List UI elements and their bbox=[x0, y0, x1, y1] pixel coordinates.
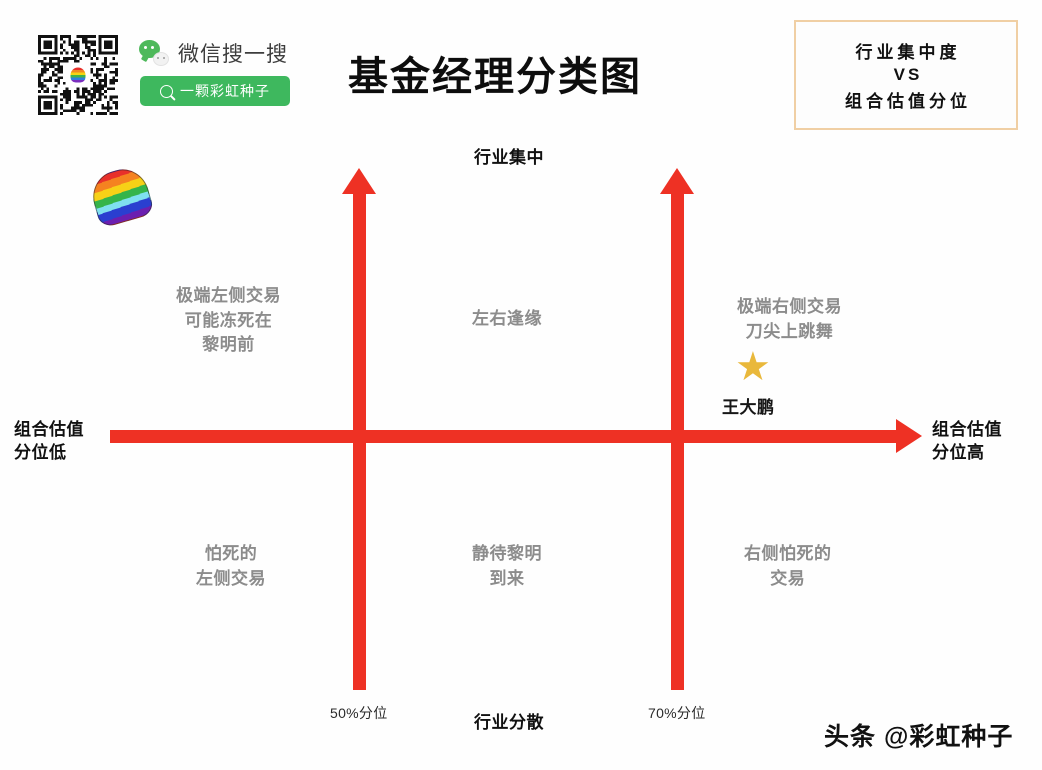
quadrant-bottom-left-line-2: 左侧交易 bbox=[196, 568, 266, 588]
quadrant-bottom-right-line-2: 交易 bbox=[770, 568, 806, 588]
wechat-search-header: 微信搜一搜 bbox=[139, 38, 288, 68]
wechat-search-button[interactable]: 一颗彩虹种子 bbox=[140, 76, 290, 106]
axis-label-left: 组合估值 分位低 bbox=[14, 419, 84, 465]
quadrant-label-top-middle: 左右逢缘 bbox=[472, 307, 542, 332]
legend-line-3: 组合估值分位 bbox=[845, 92, 971, 111]
horizontal-axis-arrow-icon bbox=[896, 419, 922, 453]
legend-box: 行业集中度 VS 组合估值分位 bbox=[794, 20, 1018, 130]
tick-label-70-percentile: 70%分位 bbox=[648, 705, 706, 721]
wechat-search-button-label: 一颗彩虹种子 bbox=[180, 83, 270, 99]
axis-label-left-line-1: 组合估值 bbox=[14, 420, 84, 439]
vertical-divider-70 bbox=[671, 192, 684, 690]
quadrant-top-right-line-1: 极端右侧交易 bbox=[737, 297, 842, 316]
vertical-divider-50 bbox=[353, 192, 366, 690]
quadrant-top-right-line-2: 刀尖上跳舞 bbox=[745, 321, 834, 341]
axis-label-top: 行业集中 bbox=[474, 148, 544, 167]
data-point-label: 王大鹏 bbox=[722, 398, 775, 417]
search-icon bbox=[160, 84, 173, 98]
quadrant-top-left-line-3: 黎明前 bbox=[202, 335, 255, 355]
legend-line-vs: VS bbox=[893, 65, 923, 84]
quadrant-top-left-line-2: 可能冻死在 bbox=[184, 310, 273, 330]
quadrant-label-bottom-middle: 静待黎明 到来 bbox=[472, 542, 542, 591]
vertical-divider-50-arrow-icon bbox=[342, 168, 376, 194]
legend-line-1: 行业集中度 bbox=[855, 43, 961, 62]
quadrant-bottom-middle-line-2: 到来 bbox=[489, 568, 525, 588]
quadrant-bottom-middle-line-1: 静待黎明 bbox=[472, 544, 542, 563]
axis-label-left-line-2: 分位低 bbox=[14, 442, 67, 462]
rainbow-seed-icon bbox=[86, 163, 156, 229]
quadrant-bottom-right-line-1: 右侧怕死的 bbox=[744, 544, 832, 563]
horizontal-axis bbox=[110, 430, 900, 443]
star-marker-icon: ★ bbox=[735, 345, 771, 389]
qr-center-rainbow-icon bbox=[69, 66, 87, 84]
quadrant-bottom-left-line-1: 怕死的 bbox=[204, 544, 258, 563]
watermark: 头条 @彩虹种子 bbox=[824, 723, 1014, 751]
quadrant-label-bottom-right: 右侧怕死的 交易 bbox=[744, 542, 832, 591]
wechat-logo-icon bbox=[139, 40, 169, 66]
tick-label-50-percentile: 50%分位 bbox=[330, 705, 388, 721]
page-title: 基金经理分类图 bbox=[348, 55, 642, 99]
axis-label-right-line-2: 分位高 bbox=[932, 442, 985, 462]
quadrant-top-middle-line-1: 左右逢缘 bbox=[472, 309, 542, 328]
wechat-search-label: 微信搜一搜 bbox=[178, 43, 288, 66]
axis-label-right: 组合估值 分位高 bbox=[932, 419, 1002, 465]
axis-label-right-line-1: 组合估值 bbox=[932, 420, 1002, 439]
quadrant-label-top-left: 极端左侧交易 可能冻死在 黎明前 bbox=[176, 284, 281, 358]
quadrant-top-left-line-1: 极端左侧交易 bbox=[176, 286, 281, 305]
vertical-divider-70-arrow-icon bbox=[660, 168, 694, 194]
axis-label-bottom: 行业分散 bbox=[474, 713, 544, 732]
wechat-qr-code bbox=[38, 35, 118, 115]
quadrant-label-top-right: 极端右侧交易 刀尖上跳舞 bbox=[737, 295, 842, 344]
quadrant-label-bottom-left: 怕死的 左侧交易 bbox=[196, 542, 266, 591]
